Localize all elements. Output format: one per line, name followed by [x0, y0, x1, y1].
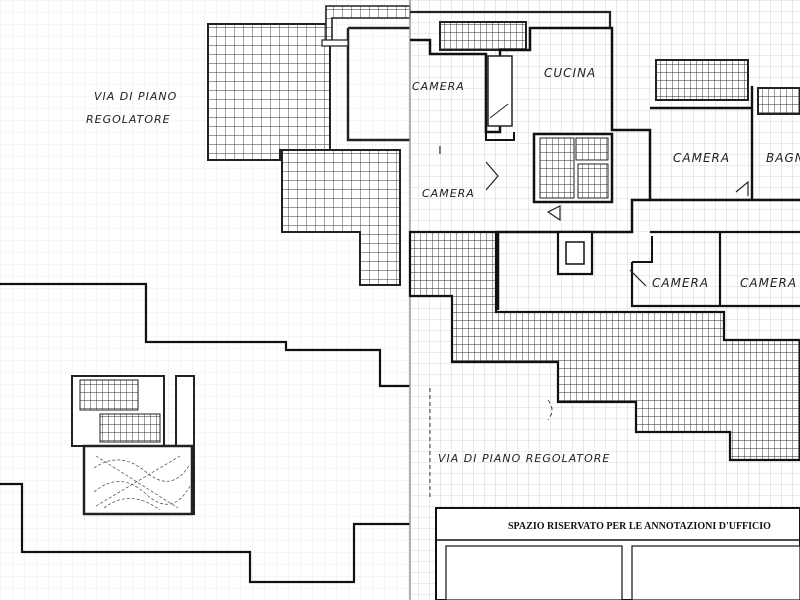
- kitchen-counter: [487, 55, 513, 127]
- left-grid: [0, 0, 410, 600]
- right-main-walls: [410, 26, 652, 310]
- left-stairwell: [71, 375, 195, 516]
- left-room-wall: [346, 26, 410, 142]
- right-terrace-top: [655, 59, 749, 101]
- left-sheet: VIA DI PIANO REGOLATORE: [0, 0, 411, 600]
- left-lift-shaft: [82, 444, 194, 516]
- office-annotation-box: SPAZIO RISERVATO PER LE ANNOTAZIONI D'UF…: [435, 507, 800, 600]
- room-label-cucina: CUCINA: [544, 66, 596, 80]
- door-swings: [485, 161, 749, 222]
- right-top-balcony: [439, 21, 527, 51]
- right-sheet: CAMERA CUCINA CAMERA BAGNO CAMERA CAMERA…: [408, 0, 800, 600]
- right-bedroom-walls: [650, 86, 800, 202]
- right-stairs: [532, 132, 614, 204]
- left-terrace-lower: [281, 149, 401, 286]
- office-box-title: SPAZIO RISERVATO PER LE ANNOTAZIONI D'UF…: [508, 521, 771, 532]
- room-label-camera-lower1: CAMERA: [652, 276, 709, 290]
- room-label-camera-left: CAMERA: [422, 187, 475, 200]
- room-label-camera-center: CAMERA: [673, 151, 730, 165]
- room-label-camera-lower2: CAMERA: [740, 276, 797, 290]
- right-terrace-edge: [757, 87, 800, 115]
- left-wall-detail: [321, 39, 349, 47]
- right-address: VIA DI PIANO REGOLATORE: [438, 452, 610, 465]
- left-lower-floor-outline: [0, 282, 410, 388]
- left-terrace-upper: [207, 23, 331, 161]
- right-terrace-lower: [408, 230, 800, 462]
- room-label-bagno: BAGNO: [766, 151, 800, 165]
- left-address-line2: REGOLATORE: [86, 113, 171, 126]
- room-label-camera-top: CAMERA: [412, 80, 465, 93]
- property-line: [429, 388, 553, 500]
- left-address-line1: VIA DI PIANO: [94, 90, 177, 103]
- left-lower-wall-2: [0, 482, 410, 584]
- right-lift: [556, 230, 594, 276]
